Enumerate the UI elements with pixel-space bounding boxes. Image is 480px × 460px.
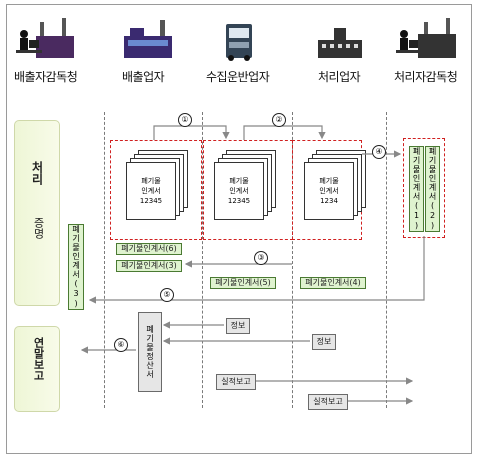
emitter-authority-icon [16,18,74,58]
collector-document: 폐기물 인계서 12345 [214,162,264,220]
doc-line: 폐기물 [141,177,161,185]
emitter-manifest-group [110,140,202,240]
doc-line: 1234 [320,197,338,205]
doc-line: 인계서 [229,187,249,195]
manifest-label-5: 폐기물인계서(5) [210,277,276,289]
step-number-4: ④ [372,145,386,159]
actor-collector: 수집운반업자 [206,70,270,84]
emitter-business-icon [124,20,172,58]
lane-divider [386,112,387,408]
actor-processor-authority: 처리자감독청 [394,70,458,84]
lane-divider [292,112,293,408]
doc-line: 12345 [227,197,251,205]
annual-report-section: 연말보고 [14,326,60,412]
doc-line: 폐기물 [319,177,339,185]
doc-line: 인계서 [319,187,339,195]
authority-manifest-1: 폐기물인계서(1) [409,146,424,232]
process-title: 처리 [30,161,44,185]
manifest-label-6: 폐기물인계서(6) [116,243,182,255]
manifest-label-4: 폐기물인계서(4) [300,277,366,289]
process-proof-section: 처리 증명 [14,120,60,306]
step-number-6: ⑥ [114,338,128,352]
doc-line: 12345 [139,197,163,205]
arrow-step-2 [243,125,326,140]
actor-emitter: 배출업자 [122,70,165,84]
doc-line: 폐기물 [229,177,249,185]
emitter-document: 폐기물 인계서 12345 [126,162,176,220]
info-box-2: 정보 [312,334,336,350]
step-number-5: ⑤ [160,288,174,302]
lane-divider [202,112,203,408]
step-number-1: ① [178,113,192,127]
settlement-box: 폐기물정산서 [138,312,162,392]
lane-divider [104,112,105,408]
processor-document: 폐기물 인계서 1234 [304,162,354,220]
processor-authority-icon [396,18,456,58]
annual-title: 연말보고 [32,337,45,381]
arrow-step-1 [153,125,230,140]
step-number-2: ② [272,113,286,127]
info-box-1: 정보 [226,318,250,334]
collector-truck-icon [226,24,252,61]
actor-processor: 처리업자 [318,70,361,84]
authority-manifest-2: 폐기물인계서(2) [425,146,440,232]
doc-line: 인계서 [141,187,161,195]
actor-emitter-authority: 배출자감독청 [14,70,78,84]
arrow-step-5 [88,236,425,304]
manifest-label-3: 폐기물인계서(3) [116,260,182,272]
performance-report-2: 실적보고 [308,394,348,410]
processor-building-icon [318,28,362,58]
performance-report-1: 실적보고 [216,374,256,390]
process-subtitle: 증명 [32,217,45,239]
step-number-3: ③ [254,251,268,265]
emitter-authority-manifest: 폐기물인계서(3) [68,224,84,310]
diagram-frame [6,4,472,454]
